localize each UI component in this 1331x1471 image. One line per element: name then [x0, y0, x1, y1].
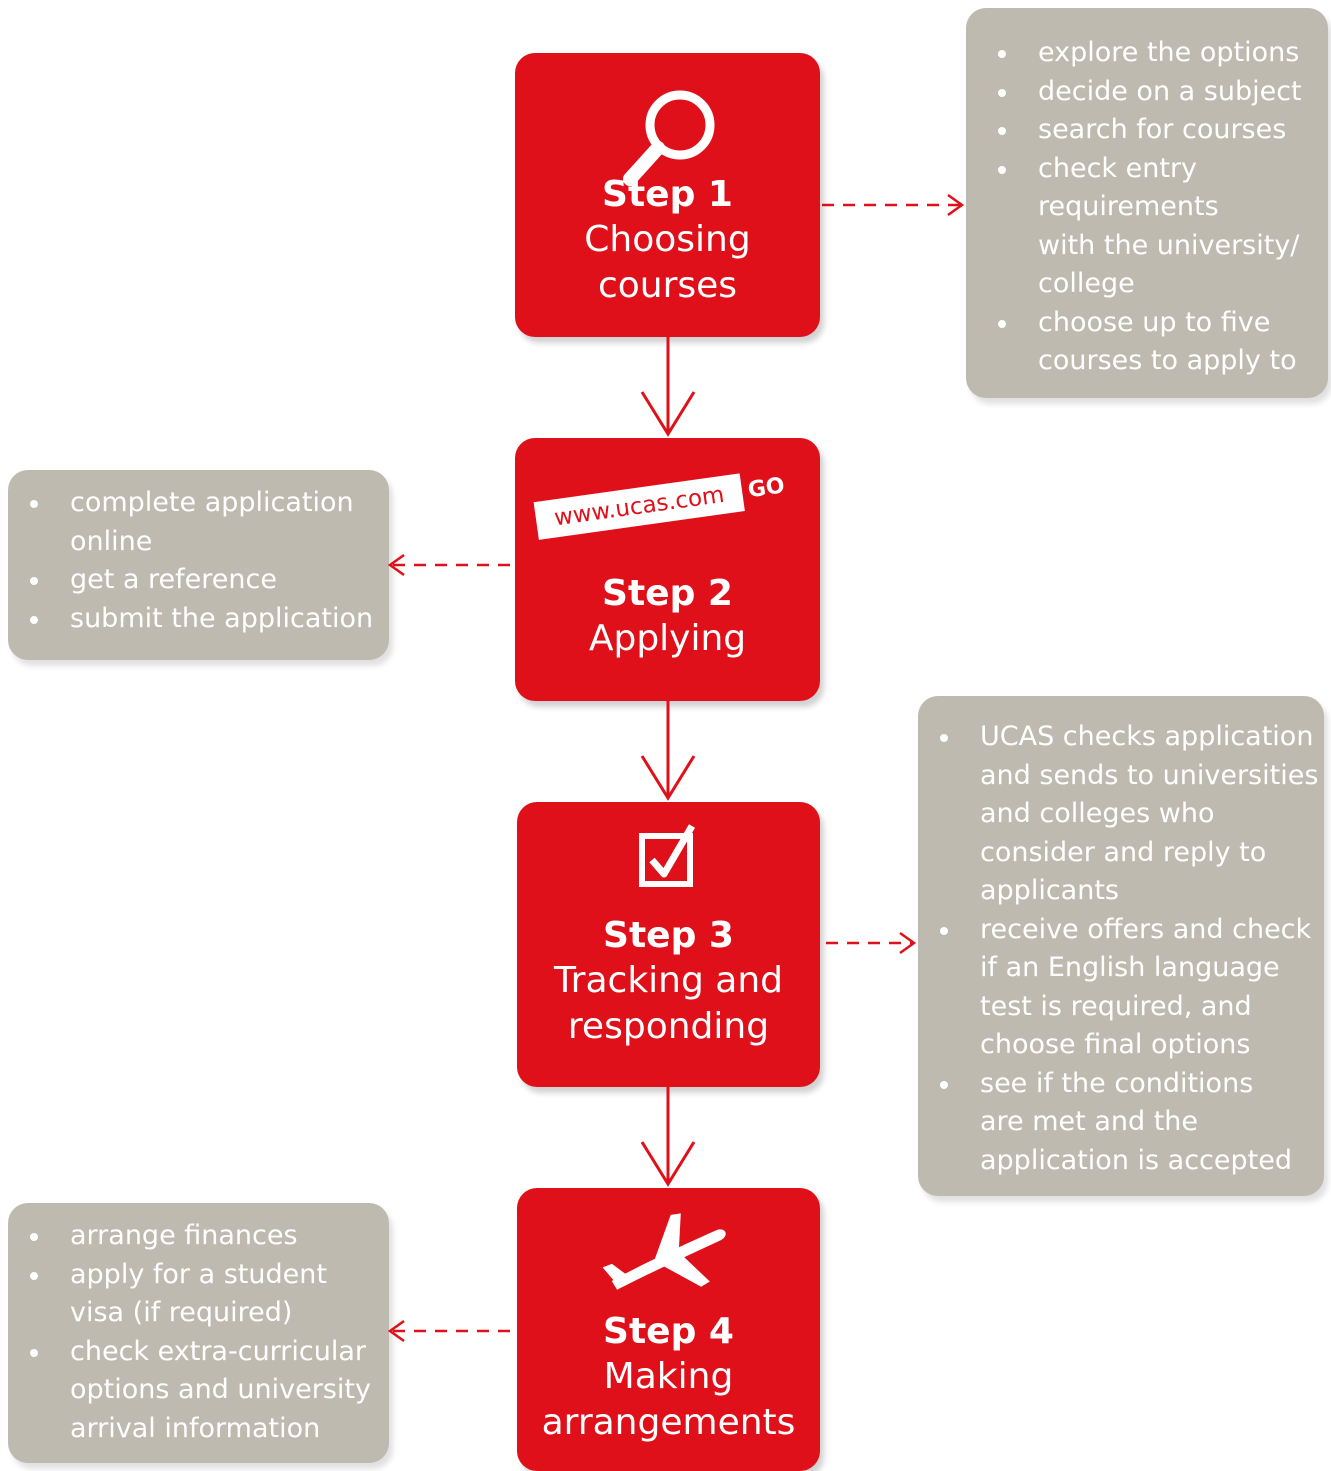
list-item: arrange finances [8, 1217, 389, 1256]
step-4-box: Step 4 Making arrangements [517, 1188, 820, 1471]
step-1-notes: explore the options decide on a subject … [966, 8, 1328, 398]
step-4-title-line-1: Making [603, 1356, 734, 1397]
list-item: explore the options [976, 34, 1328, 73]
airplane-icon [602, 1213, 726, 1290]
step-1-title-line-2: courses [597, 265, 738, 306]
step-4-title-line-2: arrangements [541, 1402, 796, 1443]
flow-arrow-3-4 [640, 1087, 696, 1187]
list-item: search for courses [976, 111, 1328, 150]
step-3-title-line-2: responding [567, 1006, 770, 1047]
flow-arrow-1-2 [640, 337, 696, 437]
dashed-arrow-step1 [822, 193, 965, 217]
list-item: submit the application [8, 600, 389, 639]
step-3-number: Step 3 [603, 915, 734, 956]
step-3-box: Step 3 Tracking and responding [517, 802, 820, 1087]
dashed-arrow-step4 [387, 1319, 510, 1343]
list-item: get a reference [8, 561, 389, 600]
step-2-box: www.ucas.com GO Step 2 Applying [515, 438, 820, 701]
list-item: decide on a subject [976, 73, 1328, 112]
dashed-arrow-step2 [387, 553, 510, 577]
step-1-box: Step 1 Choosing courses [515, 53, 820, 337]
magnifier-icon [622, 90, 714, 186]
step-1-title-line-1: Choosing [584, 219, 751, 260]
flow-arrow-2-3 [640, 701, 696, 801]
step-4-number: Step 4 [603, 1311, 734, 1352]
checkbox-icon [638, 824, 695, 887]
dashed-arrow-step3 [826, 931, 917, 955]
step-1-number: Step 1 [602, 174, 733, 215]
step-3-title-line-1: Tracking and [553, 960, 784, 1001]
step-2-number: Step 2 [602, 573, 733, 614]
step-2-title-line-1: Applying [588, 618, 747, 659]
